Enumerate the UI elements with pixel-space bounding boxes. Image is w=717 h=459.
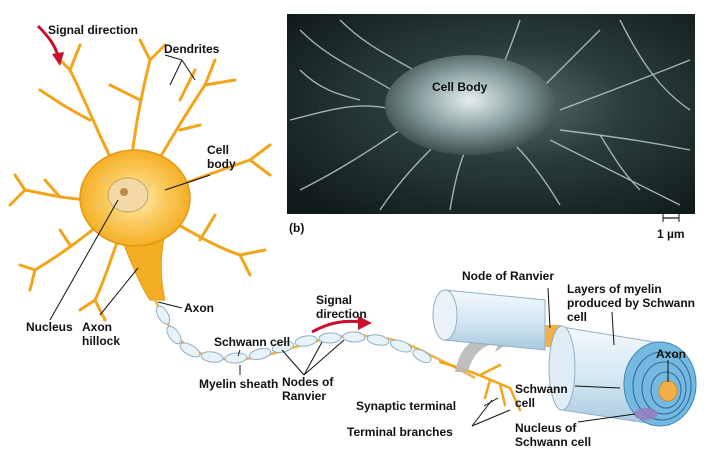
micro-cell-body-label: Cell Body	[432, 80, 488, 94]
axon-label: Axon	[184, 301, 214, 315]
myelin-cross-section	[623, 341, 697, 427]
cell-body-label-line2: body	[207, 157, 236, 171]
schwann-cell-right-label-line1: Schwann	[515, 382, 568, 396]
nucleus-of-schwann-label-line2: Schwann cell	[515, 435, 591, 449]
layers-of-myelin-label-line1: Layers of myelin	[567, 282, 662, 296]
cell-body-label-line1: Cell	[207, 143, 229, 157]
axon-cross-core	[658, 380, 678, 402]
node-of-ranvier-label: Node of Ranvier	[462, 269, 554, 283]
scale-bar-label: 1 µm	[657, 227, 685, 241]
myelin-sheath-label: Myelin sheath	[199, 377, 278, 391]
nucleus-of-schwann-label-line1: Nucleus of	[515, 421, 577, 435]
nodes-of-ranvier-label-line1: Nodes of	[282, 375, 334, 389]
terminal-branches-label: Terminal branches	[347, 425, 453, 439]
schwann-cell-right-label-line2: cell	[515, 396, 535, 410]
axon-hillock-label-line1: Axon	[82, 320, 112, 334]
neuron-nucleus	[107, 177, 149, 213]
axon-cross-section-label: Axon	[656, 347, 686, 361]
nucleus-label: Nucleus	[26, 320, 73, 334]
layers-of-myelin-label-line3: cell	[567, 310, 587, 324]
neuron-axon-hillock	[117, 229, 166, 301]
schwann-cell-label: Schwann cell	[214, 335, 290, 349]
signal-arrow-top	[36, 24, 64, 66]
myelin-sheath	[155, 305, 432, 364]
myelin-cylinder-left	[444, 289, 546, 351]
schwann-nucleus	[634, 408, 658, 420]
micrograph-cell-body	[385, 55, 555, 155]
axon-hillock-label-line2: hillock	[82, 334, 120, 348]
myelinated-axon-enlargement	[432, 289, 697, 427]
terminal-branches	[438, 360, 522, 412]
dendrites-label: Dendrites	[164, 42, 220, 56]
synaptic-terminal-label: Synaptic terminal	[356, 399, 456, 413]
neuron-dendrites	[8, 38, 272, 322]
layers-of-myelin-label-line2: produced by Schwann	[567, 296, 695, 310]
cytoplasm-organelles	[98, 178, 162, 224]
signal-direction-mid-label-line2: direction	[316, 307, 367, 321]
signal-direction-top-label: Signal direction	[48, 23, 138, 37]
panel-b-label: (b)	[289, 221, 304, 235]
nodes-of-ranvier-label-line2: Ranvier	[282, 389, 326, 403]
signal-direction-mid-label-line1: Signal	[316, 293, 352, 307]
leader-lines	[49, 54, 669, 427]
micrograph-panel: Cell Body (b) 1 µm	[287, 14, 695, 241]
signal-arrow-mid	[311, 316, 372, 334]
